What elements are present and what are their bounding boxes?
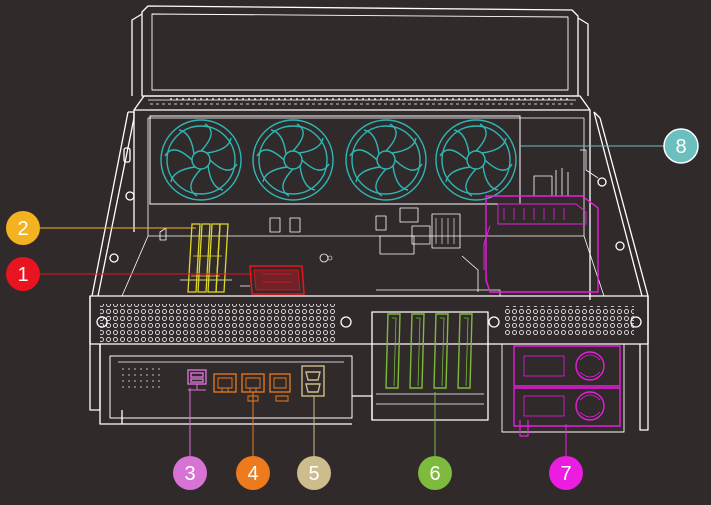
callout-2-circle <box>6 211 40 245</box>
pcie-expansion-slots <box>385 313 473 389</box>
rear-network-ports <box>213 373 291 402</box>
rear-vga-port <box>301 365 325 397</box>
server-chassis <box>89 5 649 433</box>
fan-4 <box>435 119 517 201</box>
callout-2-label: 2 <box>17 218 28 240</box>
io-panel-vent <box>122 366 162 392</box>
callout-7-circle <box>549 456 583 490</box>
redundant-power-supplies <box>483 195 621 437</box>
pcie-slot-1 <box>385 313 401 389</box>
callout-1: 1 <box>6 257 40 291</box>
callout-8: 8 <box>663 128 699 164</box>
callout-6-label: 6 <box>429 463 440 485</box>
fan-1 <box>160 119 242 201</box>
callout-4: 4 <box>236 456 270 490</box>
callout-6: 6 <box>418 456 452 490</box>
callout-5-label: 5 <box>308 463 319 485</box>
top-vent-grille <box>170 96 570 104</box>
callout-3-circle <box>173 456 207 490</box>
psu-module-2 <box>513 387 621 427</box>
fan-3 <box>345 119 427 201</box>
front-vent-grille-right <box>504 306 634 336</box>
fan-2 <box>252 119 334 201</box>
callout-3: 3 <box>173 456 207 490</box>
pcie-slot-3 <box>433 313 449 389</box>
callout-7-label: 7 <box>560 463 571 485</box>
callout-4-label: 4 <box>247 463 258 485</box>
callout-8-label: 8 <box>675 136 686 158</box>
system-fans <box>149 115 521 205</box>
callout-5: 5 <box>297 456 331 490</box>
callout-1-label: 1 <box>17 264 28 286</box>
front-vent-grille-left <box>100 304 336 342</box>
callout-leader-lines <box>40 145 665 456</box>
callout-8-circle <box>663 128 699 164</box>
cpu-socket <box>249 265 305 295</box>
rear-usb-port <box>187 369 207 391</box>
callout-4-circle <box>236 456 270 490</box>
memory-slots <box>187 223 229 293</box>
callout-3-label: 3 <box>184 463 195 485</box>
callout-2: 2 <box>6 211 40 245</box>
pcie-slot-4 <box>457 313 473 389</box>
callout-5-circle <box>297 456 331 490</box>
callout-1-circle <box>6 257 40 291</box>
psu-module-1 <box>513 345 621 387</box>
callout-7: 7 <box>549 456 583 490</box>
callout-badges: 8 2 1 3 4 5 6 7 <box>6 128 699 490</box>
pcie-slot-2 <box>409 313 425 389</box>
callout-6-circle <box>418 456 452 490</box>
